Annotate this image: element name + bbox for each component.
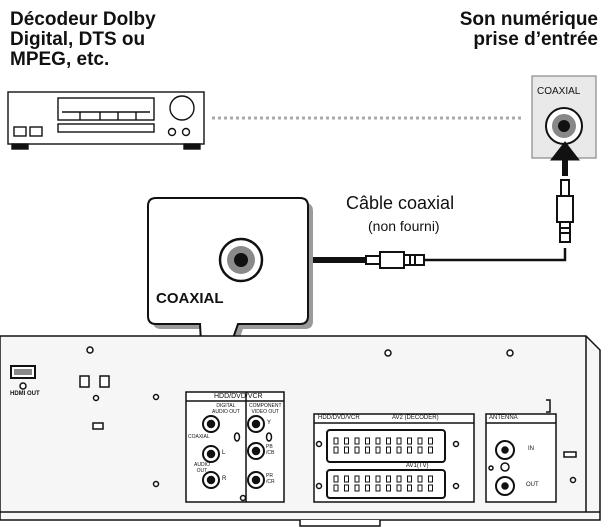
scart-pin <box>375 475 381 483</box>
cable-note: (non fourni) <box>368 218 440 234</box>
scart-pin <box>333 437 339 445</box>
scart-pin <box>386 437 391 445</box>
scart-pin <box>407 437 412 445</box>
scart-pin <box>354 446 360 454</box>
scart-pin <box>417 475 423 483</box>
scart-pin <box>333 446 339 454</box>
jack-pr-label: PR /CR <box>266 473 275 485</box>
antenna-out-label: OUT <box>526 482 539 488</box>
scart-pin <box>344 484 349 492</box>
scart-pin <box>354 437 360 445</box>
scart-pin <box>333 484 339 492</box>
decoder-label-line-2: Digital, DTS ou <box>10 29 146 50</box>
audio-out-line-1: AUDIO <box>194 462 210 468</box>
scart-pin <box>428 484 433 492</box>
input-jack-label: COAXIAL <box>537 86 581 97</box>
jack-pb-label: PB /CB <box>266 444 274 456</box>
jack-pr-line-2: /CR <box>266 479 275 485</box>
digital-audio-out-line-2: AUDIO OUT <box>212 409 240 415</box>
scart-pin <box>386 446 391 454</box>
audio-out-label: AUDIO OUT <box>194 462 210 474</box>
group-header-label: HDD/DVD/VCR <box>214 393 263 400</box>
scart-pin <box>333 475 339 483</box>
scart-pin <box>428 475 433 483</box>
decoder-label: Décodeur Dolby Digital, DTS ou MPEG, etc… <box>10 10 156 70</box>
av2-label: AV2 (DECODER) <box>392 415 439 421</box>
jack-pr-line-1: PR <box>266 473 273 479</box>
av1-label: AV1(TV) <box>406 463 429 469</box>
scart-pin <box>344 475 349 483</box>
decoder-coaxial-input <box>531 75 597 159</box>
component-line-1: COMPONENT <box>249 403 282 409</box>
scart-pin <box>417 446 423 454</box>
scart-pin <box>407 446 412 454</box>
scart-group-label: HDD/DVD/VCR <box>318 415 360 421</box>
scart-pin <box>417 484 423 492</box>
scart-pin <box>344 446 349 454</box>
input-label-line-1: Son numérique <box>459 9 598 30</box>
jack-l-label: L <box>222 450 226 456</box>
decoder-device <box>7 91 205 150</box>
scart-pin <box>365 484 370 492</box>
jack-pb-line-2: /CB <box>266 450 275 456</box>
scart-pin <box>365 437 370 445</box>
audio-out-line-2: OUT <box>196 468 208 474</box>
scart-pin <box>375 437 381 445</box>
panel-coaxial-label: COAXIAL <box>188 434 210 440</box>
scart-pin <box>365 475 370 483</box>
scart-pin <box>354 475 360 483</box>
component-line-2: VIDEO OUT <box>251 409 279 415</box>
jack-y-label: Y <box>267 420 272 426</box>
input-label-line-2: prise d’entrée <box>473 29 598 50</box>
scart-pin <box>396 475 402 483</box>
antenna-label: ANTENNA <box>489 415 518 421</box>
coaxial-cable <box>325 179 574 269</box>
scart-pin <box>428 446 433 454</box>
scart-pin <box>407 475 412 483</box>
scart-pin <box>386 484 391 492</box>
callout-coaxial-label: COAXIAL <box>156 290 224 307</box>
decoder-label-line-3: MPEG, etc. <box>10 49 110 70</box>
hdmi-out-label: HDMI OUT <box>10 391 40 397</box>
scart-pin <box>375 446 381 454</box>
scart-pin <box>354 484 360 492</box>
cable-name: Câble coaxial <box>346 193 455 213</box>
component-video-out-label: COMPONENT VIDEO OUT <box>249 403 282 415</box>
scart-pin <box>407 484 412 492</box>
scart-pin <box>375 484 381 492</box>
decoder-label-line-1: Décodeur Dolby <box>10 9 156 30</box>
jack-pb-line-1: PB <box>266 444 273 450</box>
callout-bubble <box>147 197 313 403</box>
antenna-in-label: IN <box>528 446 534 452</box>
scart-pin <box>396 437 402 445</box>
digital-audio-out-line-1: DIGITAL <box>216 403 236 409</box>
scart-pin <box>396 484 402 492</box>
jack-r-label: R <box>222 476 227 482</box>
scart-pin <box>386 475 391 483</box>
scart-pin <box>365 446 370 454</box>
scart-pin <box>417 437 423 445</box>
scart-pin <box>344 437 349 445</box>
scart-pin <box>428 437 433 445</box>
scart-pin <box>396 446 402 454</box>
input-label: Son numérique prise d’entrée <box>460 10 598 50</box>
digital-audio-out-label: DIGITAL AUDIO OUT <box>212 403 240 415</box>
